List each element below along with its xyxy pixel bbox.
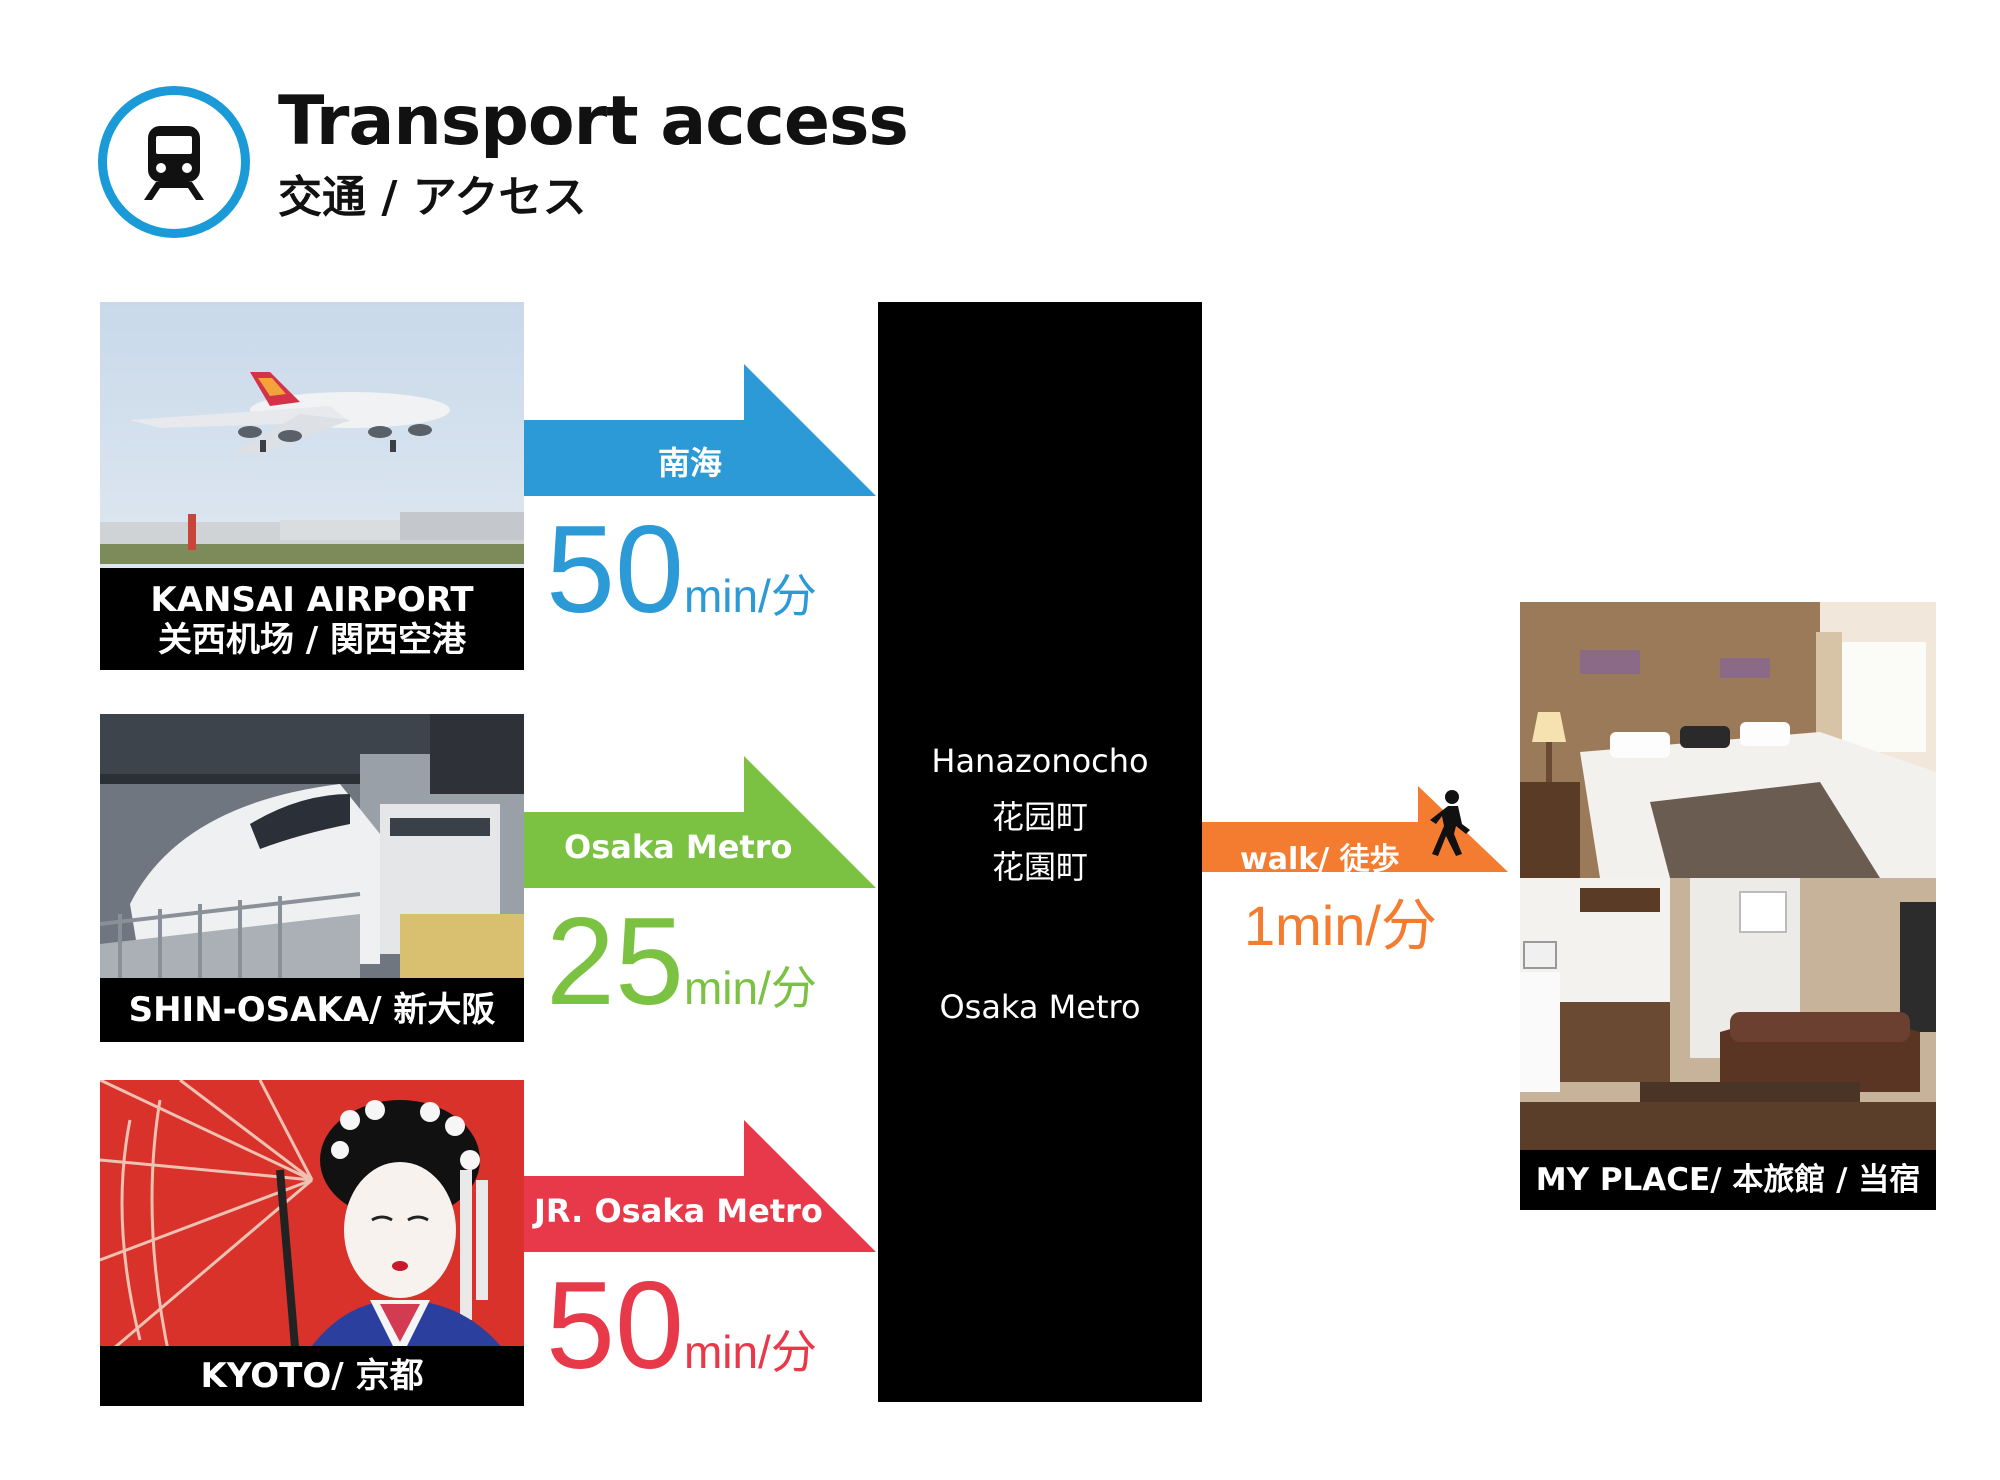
walk-label: walk/ 徒歩 — [1240, 842, 1400, 877]
route-arrow-osaka-metro: Osaka Metro — [524, 756, 876, 888]
route-arrow-nankai: 南海 — [524, 364, 876, 496]
line-name: Osaka Metro — [564, 828, 793, 866]
my-place-card: MY PLACE/ 本旅館 / 当宿 — [1520, 602, 1936, 1210]
walk-arrow — [1202, 786, 1508, 872]
train-logo — [98, 86, 250, 238]
station-operator: Osaka Metro — [939, 988, 1141, 1026]
duration-unit: min/分 — [683, 570, 817, 622]
page-subtitle: 交通 / アクセス — [278, 172, 587, 223]
page-title: Transport access — [278, 82, 909, 161]
station-name-en: Hanazonocho — [931, 742, 1149, 780]
route-duration: 50min/分 — [546, 508, 817, 632]
line-name: 南海 — [658, 444, 723, 482]
station-name-ja: 花園町 — [991, 848, 1088, 886]
route-arrow-jr-osaka-metro: JR. Osaka Metro — [524, 1120, 876, 1252]
walk-duration: 1min/分 — [1244, 894, 1437, 957]
route-duration: 50min/分 — [546, 1264, 817, 1388]
duration-unit: min/分 — [683, 1326, 817, 1378]
kyoto-card: KYOTO/ 京都 — [100, 1080, 524, 1406]
place-name: KANSAI AIRPORT — [150, 580, 474, 620]
duration-value: 50 — [546, 1257, 684, 1395]
station-name-zh: 花园町 — [991, 798, 1088, 836]
duration-value: 50 — [546, 501, 684, 639]
duration-value: 25 — [546, 893, 684, 1031]
kansai-airport-caption: KANSAI AIRPORT 关西机场 / 関西空港 — [100, 568, 524, 670]
shin-osaka-card: SHIN-OSAKA/ 新大阪 — [100, 714, 524, 1042]
shin-osaka-caption: SHIN-OSAKA/ 新大阪 — [100, 978, 524, 1042]
place-name: SHIN-OSAKA/ 新大阪 — [128, 990, 496, 1030]
hotel-room-photo — [1520, 602, 1936, 1150]
my-place-caption: MY PLACE/ 本旅館 / 当宿 — [1520, 1150, 1936, 1210]
place-name-local: 关西机场 / 関西空港 — [157, 620, 467, 660]
place-name: KYOTO/ 京都 — [200, 1356, 424, 1396]
duration-unit: min/分 — [683, 962, 817, 1014]
walking-person-icon — [1430, 790, 1470, 856]
kansai-airport-card: KANSAI AIRPORT 关西机场 / 関西空港 — [100, 302, 524, 670]
kyoto-caption: KYOTO/ 京都 — [100, 1346, 524, 1406]
route-duration: 25min/分 — [546, 900, 817, 1024]
hanazonocho-station: Hanazonocho 花园町 花園町 Osaka Metro — [878, 302, 1202, 1402]
line-name: JR. Osaka Metro — [534, 1192, 823, 1230]
train-icon — [144, 126, 204, 200]
